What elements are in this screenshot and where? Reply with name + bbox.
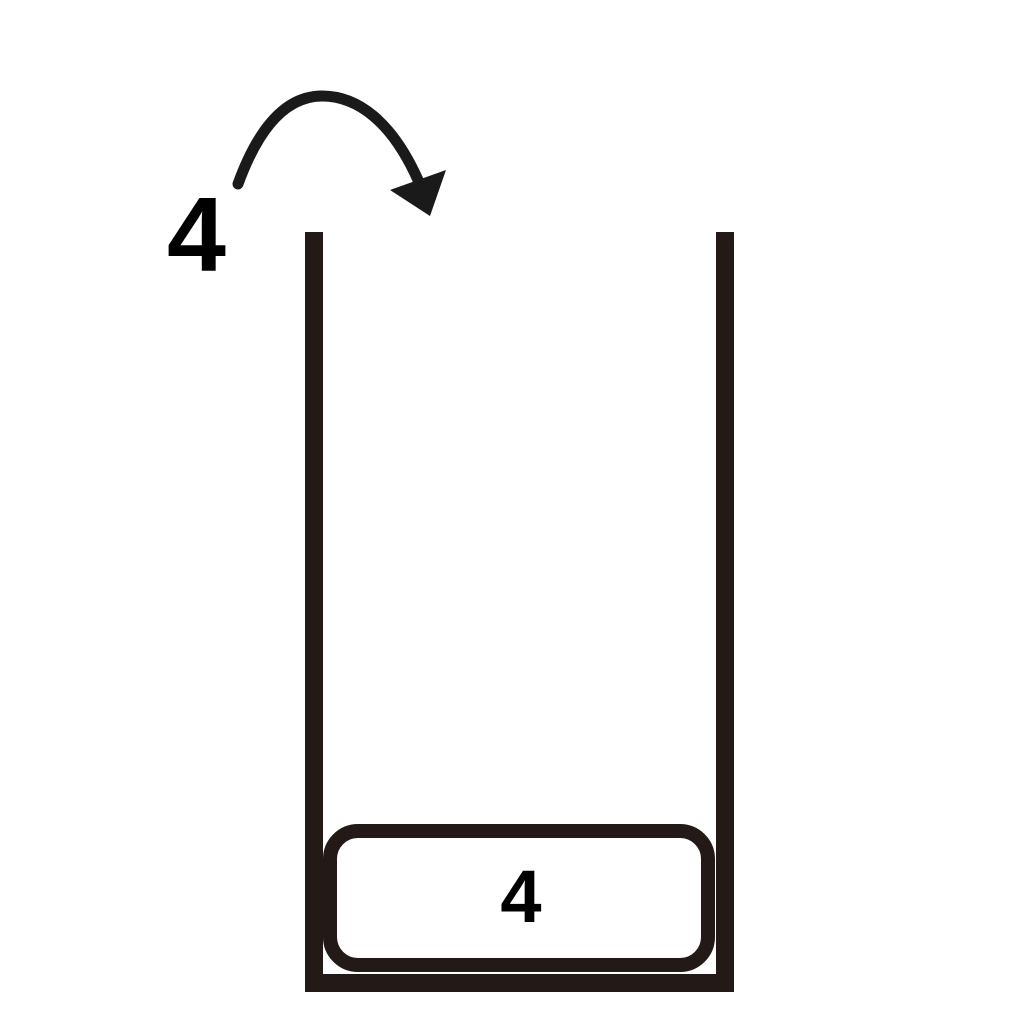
- stack-item-box: [323, 824, 715, 972]
- stack-item: 4: [323, 824, 715, 972]
- stack-right-wall: [716, 232, 734, 992]
- curved-arrow-icon: [232, 90, 446, 216]
- stack-left-wall: [305, 232, 323, 992]
- stack-bottom: [305, 974, 734, 992]
- incoming-value-label: 4: [167, 176, 226, 294]
- stack-item-label: 4: [500, 855, 541, 938]
- stack-container: [305, 232, 734, 992]
